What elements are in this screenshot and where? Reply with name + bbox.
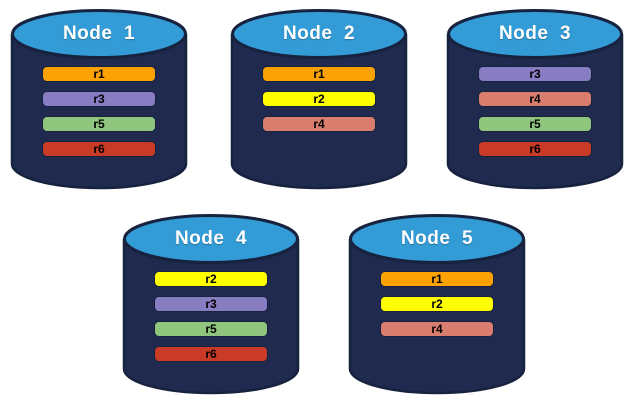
- replica-bar-r2: r2: [262, 91, 376, 107]
- replica-bar-r4: r4: [380, 321, 494, 337]
- cylinder-top-ellipse: [447, 9, 623, 59]
- replica-bar-r5: r5: [42, 116, 156, 132]
- replica-bar-r3: r3: [42, 91, 156, 107]
- replica-bar-r1: r1: [262, 66, 376, 82]
- node-1: Node 1 r1 r3 r5 r6: [10, 8, 188, 190]
- cylinder-top-ellipse: [123, 214, 299, 264]
- node-2: Node 2 r1 r2 r4: [230, 8, 408, 190]
- replica-list: r1 r2 r4: [262, 66, 376, 132]
- replica-bar-r3: r3: [478, 66, 592, 82]
- replica-bar-r5: r5: [154, 321, 268, 337]
- replica-bar-r4: r4: [478, 91, 592, 107]
- replica-bar-r3: r3: [154, 296, 268, 312]
- replica-list: r3 r4 r5 r6: [478, 66, 592, 157]
- replica-list: r1 r2 r4: [380, 271, 494, 337]
- replica-bar-r6: r6: [478, 141, 592, 157]
- replica-bar-r6: r6: [42, 141, 156, 157]
- replica-list: r1 r3 r5 r6: [42, 66, 156, 157]
- replica-bar-r4: r4: [262, 116, 376, 132]
- cylinder-top-ellipse: [11, 9, 187, 59]
- replica-bar-r1: r1: [42, 66, 156, 82]
- node-title: Node 1: [62, 23, 136, 44]
- replica-bar-r2: r2: [380, 296, 494, 312]
- node-5: Node 5 r1 r2 r4: [348, 213, 526, 395]
- replica-bar-r6: r6: [154, 346, 268, 362]
- node-title: Node 3: [498, 23, 572, 44]
- replica-bar-r5: r5: [478, 116, 592, 132]
- replica-bar-r1: r1: [380, 271, 494, 287]
- replica-bar-r2: r2: [154, 271, 268, 287]
- cylinder-top-ellipse: [349, 214, 525, 264]
- node-title: Node 5: [400, 228, 474, 249]
- node-4: Node 4 r2 r3 r5 r6: [122, 213, 300, 395]
- cylinder-top-ellipse: [231, 9, 407, 59]
- node-title: Node 2: [282, 23, 356, 44]
- node-title: Node 4: [174, 228, 248, 249]
- replica-list: r2 r3 r5 r6: [154, 271, 268, 362]
- node-3: Node 3 r3 r4 r5 r6: [446, 8, 624, 190]
